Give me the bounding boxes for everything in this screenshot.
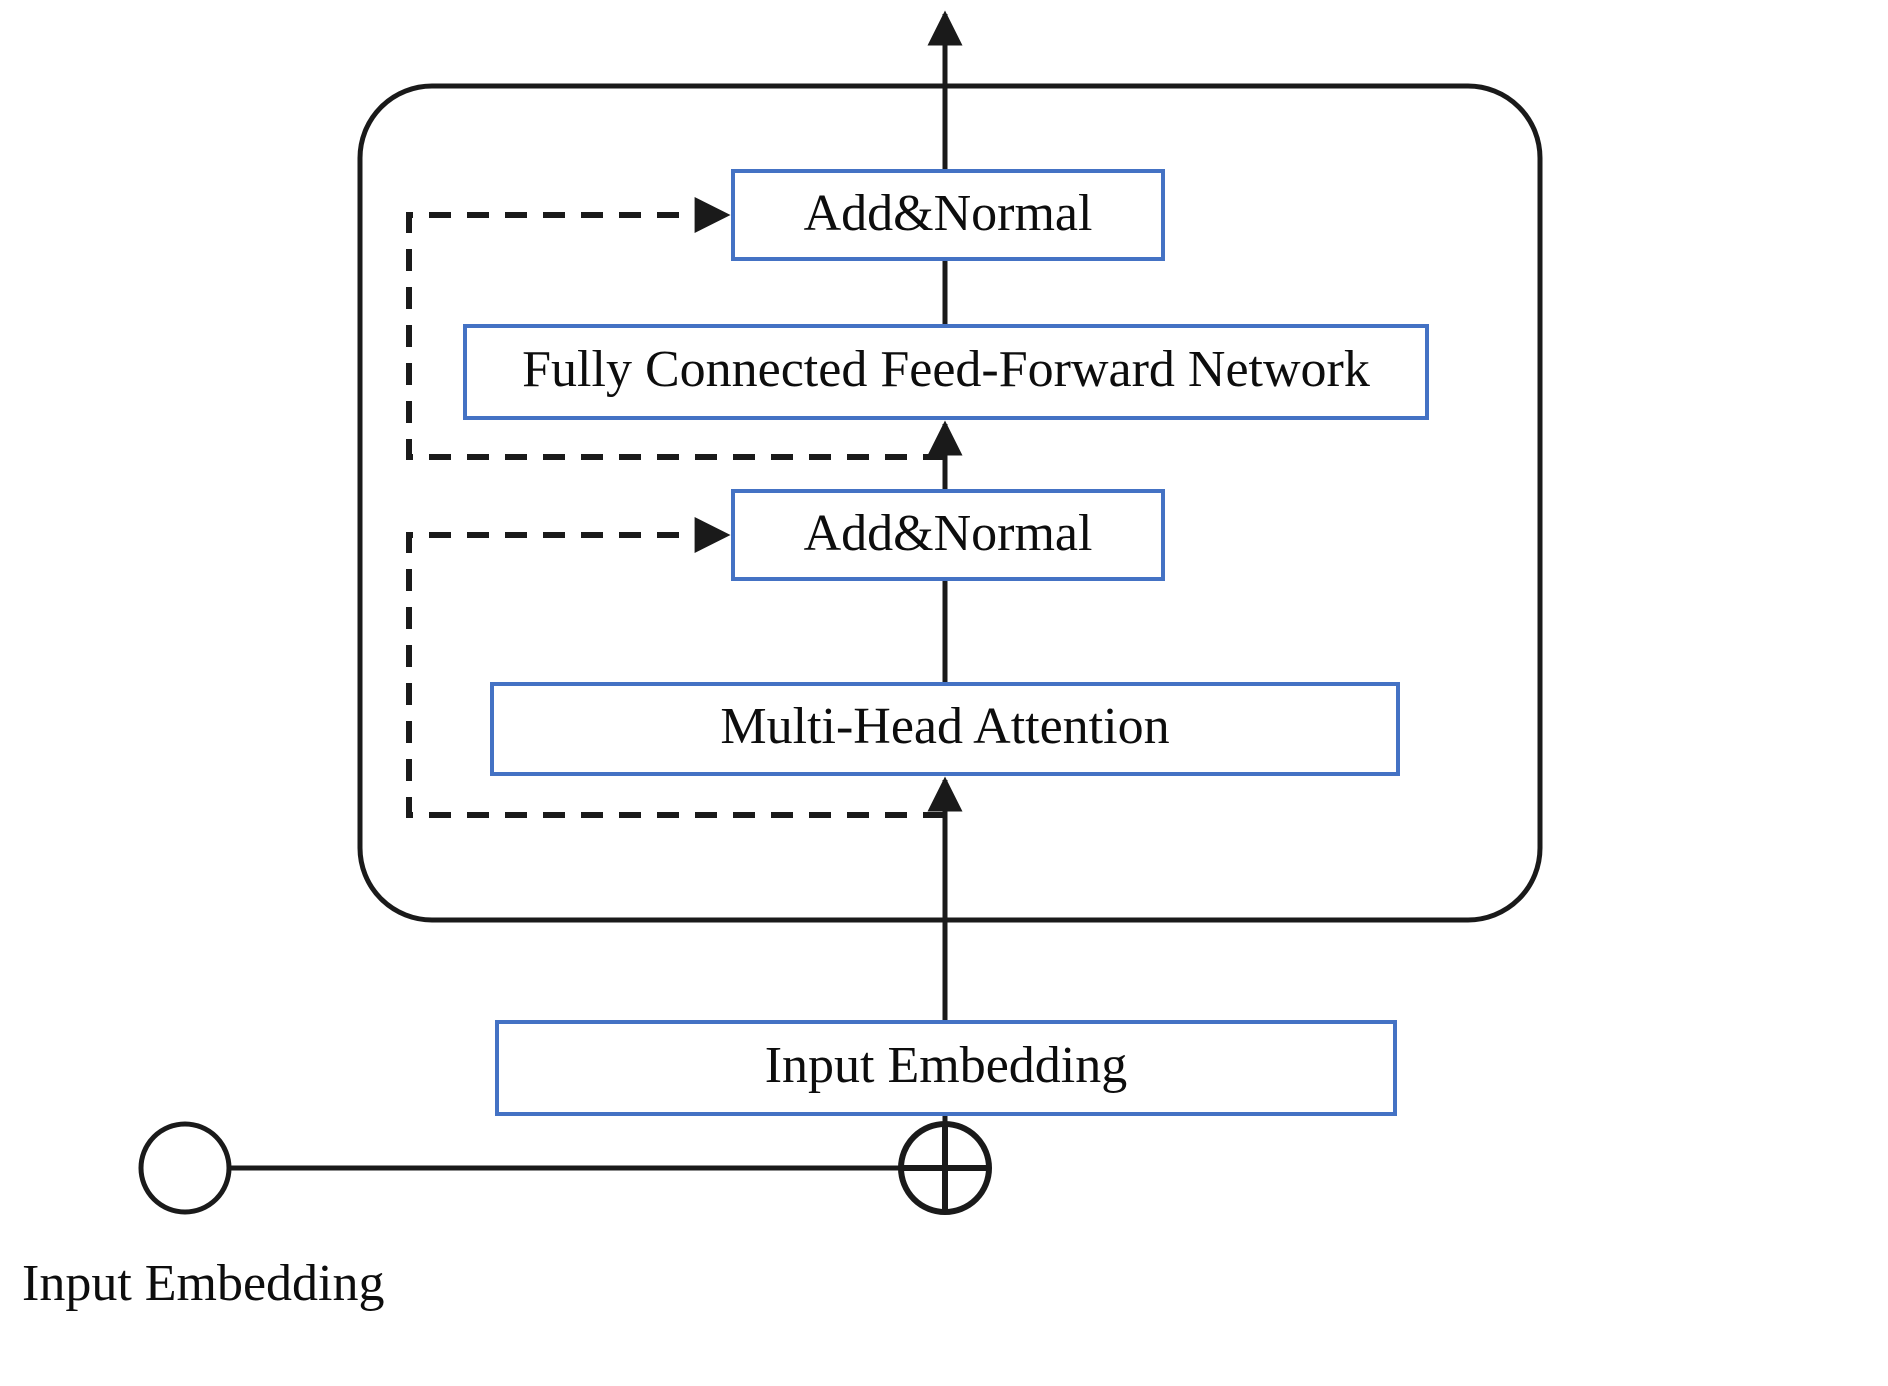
block-add-norm-bottom[interactable]: Add&Normal	[731, 489, 1165, 581]
block-add-norm-top-label: Add&Normal	[804, 185, 1093, 242]
connector-residual-feed-forward	[406, 197, 945, 460]
block-input-embedding[interactable]: Input Embedding	[495, 1020, 1397, 1116]
block-multi-head-attention-rect	[490, 682, 1400, 776]
block-feed-forward[interactable]: Fully Connected Feed-Forward Network	[463, 324, 1429, 420]
block-add-norm-top[interactable]: Add&Normal	[731, 169, 1165, 261]
block-add-norm-bottom-label: Add&Normal	[804, 505, 1093, 562]
block-add-norm-top-rect	[731, 169, 1165, 261]
encoder-block-container	[357, 83, 1543, 923]
input-embedding-side-label: Input Embedding	[22, 1255, 385, 1312]
block-multi-head-attention[interactable]: Multi-Head Attention	[490, 682, 1400, 776]
positional-encoding-circle[interactable]	[138, 1121, 232, 1215]
block-feed-forward-rect	[463, 324, 1429, 420]
block-multi-head-attention-label: Multi-Head Attention	[720, 698, 1169, 755]
connector-residual-attention	[406, 517, 945, 818]
block-feed-forward-label: Fully Connected Feed-Forward Network	[522, 341, 1370, 398]
block-add-norm-bottom-rect	[731, 489, 1165, 581]
block-input-embedding-rect	[495, 1020, 1397, 1116]
block-input-embedding-label: Input Embedding	[765, 1037, 1128, 1094]
summation-circle[interactable]	[898, 1121, 992, 1215]
